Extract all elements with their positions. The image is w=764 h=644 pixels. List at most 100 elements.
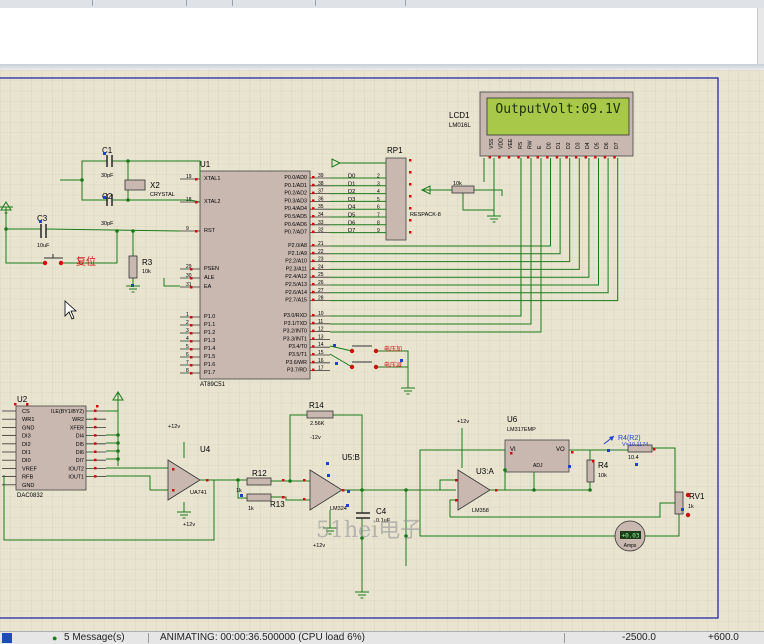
u1-right-pin-label: P3.3/INT1: [283, 336, 307, 342]
red-pin-marker: [190, 324, 193, 327]
lcd-pin-label: D3: [575, 142, 581, 149]
overview-panel[interactable]: [0, 8, 758, 64]
message-icon: ●: [52, 633, 58, 643]
resistor-r14[interactable]: R14 2.56K: [306, 401, 334, 427]
u1-left-pin-label: P1.1: [204, 322, 215, 328]
regulator-u6[interactable]: U6 LM317EMP VI VO ADJ: [504, 415, 570, 473]
potentiometer-rv1[interactable]: RV1 1k: [674, 491, 705, 518]
red-pin-marker: [592, 460, 595, 463]
switch-voltage-up[interactable]: 电压加: [349, 345, 402, 354]
c3-value: 10uF: [37, 243, 50, 249]
u1-pin-dot: [312, 329, 315, 333]
u1-left-pin-label: EA: [204, 284, 212, 290]
u4-supply-pos: +12v: [168, 424, 180, 430]
u1-right-pin-label: P3.6/WR: [286, 360, 307, 366]
u1-right-pin-number: 12: [318, 327, 324, 333]
u2-right-pin-label: DI7: [76, 458, 84, 464]
red-pin-marker: [190, 332, 193, 335]
blue-pin-marker: [333, 344, 336, 347]
net-label: D5: [348, 213, 355, 219]
lcd-pin-label: RS: [518, 141, 524, 149]
lcd-pin-dot: [584, 156, 587, 159]
ground-symbol: [177, 511, 191, 519]
dac-u2[interactable]: U2 DAC0832 CSWR1GNDDI3DI2DI1DI0VREFRFBGN…: [2, 395, 106, 499]
u1-right-pin-number: 36: [318, 196, 324, 202]
wire-segment: [330, 158, 590, 278]
crystal-x2[interactable]: X2 CRYSTAL: [124, 179, 175, 198]
vertical-scrollbar[interactable]: [757, 8, 764, 64]
u2-right-pin-label: WR2: [72, 417, 84, 423]
switch-voltage-down[interactable]: 电压减: [349, 361, 402, 370]
u2-ref: U2: [17, 395, 28, 404]
u1-left-pin-number: 2: [186, 320, 189, 326]
u1-left-pin-label: P1.7: [204, 370, 215, 376]
red-pin-marker: [195, 230, 198, 233]
u1-left-pin-number: 9: [186, 226, 189, 232]
wire-segment: [163, 278, 180, 287]
resistor-r4r2-probe[interactable]: R4(R2) V=10.1174 10.4: [603, 435, 653, 461]
u1-left-pin-number: 30: [186, 273, 192, 279]
red-pin-marker: [172, 489, 175, 492]
red-pin-marker: [190, 348, 193, 351]
lcd-part: LM016L: [449, 123, 471, 129]
u1-left-pin-number: 8: [186, 368, 189, 374]
u1-right-pin-label: P3.2/INT0: [283, 329, 307, 335]
u2-pin-dot: [94, 466, 97, 470]
red-pin-marker: [190, 316, 193, 319]
mcu-at89c51[interactable]: U1 AT89C51 XTAL119XTAL218RST9PSEN29ALE30…: [180, 160, 330, 388]
net-label: D6: [348, 220, 355, 226]
c1-value: 30pF: [101, 173, 114, 179]
red-pin-marker: [14, 403, 17, 406]
opamp-u4[interactable]: U4 UA741 +12v +12v: [167, 424, 211, 528]
u1-pin-dot: [312, 321, 315, 325]
wire-segment: [271, 496, 310, 501]
wire-segment: [330, 158, 561, 255]
resistor-pack-rp1[interactable]: RP1 RESPACK-8: [385, 146, 441, 241]
resistor-r13[interactable]: R13 1k: [246, 493, 285, 512]
wires: [3, 158, 680, 592]
u1-right-pin-number: 13: [318, 334, 324, 340]
wire-segment: [474, 189, 503, 196]
u1-pin-dot: [312, 337, 315, 340]
u1-left-pin-label: XTAL1: [204, 176, 220, 182]
rp1-pin-number: 7: [377, 213, 380, 219]
r4-ref: R4: [598, 461, 609, 470]
wire-junction: [115, 229, 119, 233]
red-pin-marker: [342, 489, 345, 492]
lcd-contrast-pot[interactable]: 10k: [451, 181, 475, 194]
u1-right-pin-label: P3.4/T0: [288, 344, 307, 350]
capacitor-c3[interactable]: C3 10uF: [37, 214, 50, 249]
blue-pin-marker: [347, 490, 350, 493]
wire-junction: [532, 488, 536, 492]
r3-ref: R3: [142, 258, 153, 267]
message-count[interactable]: 5 Message(s): [64, 632, 125, 643]
red-pin-marker: [195, 201, 198, 204]
toolbar-divider: [186, 0, 187, 6]
u1-left-pin-number: 4: [186, 336, 189, 342]
capacitor-c4[interactable]: C4 0.1uF: [356, 507, 391, 524]
capacitor-c1[interactable]: C1 30pF: [101, 146, 114, 179]
lcd-pin-dot: [565, 156, 568, 159]
wire-junction: [288, 479, 292, 483]
u1-right-pin-label: P2.7/A15: [285, 298, 307, 304]
wire-junction: [236, 478, 240, 482]
resistor-r12[interactable]: R12 1k: [236, 469, 272, 494]
resistor-r3[interactable]: R3 10k: [128, 255, 153, 279]
u5b-supply-neg: -12v: [310, 435, 321, 441]
capacitor-c2[interactable]: C2 30pF: [101, 192, 114, 227]
wire-segment: [330, 158, 599, 286]
u1-right-pin-label: P0.5/AD5: [284, 214, 307, 220]
ammeter[interactable]: +0.03 Amps: [614, 520, 646, 552]
blue-pin-marker: [635, 463, 638, 466]
u1-right-pin-label: P2.3/A11: [286, 266, 307, 272]
reset-button[interactable]: 复位: [42, 254, 96, 268]
resistor-r4[interactable]: R4 10k: [586, 459, 609, 483]
red-pin-marker: [190, 364, 193, 367]
opamp-u5b[interactable]: U5:B LM324 -12v +12v: [309, 435, 360, 549]
u2-right-pin-label: DI4: [76, 434, 84, 440]
u1-right-pin-label: P0.0/AD0: [284, 175, 307, 181]
opamp-u3a[interactable]: U3:A LM358 +12v: [457, 419, 494, 514]
